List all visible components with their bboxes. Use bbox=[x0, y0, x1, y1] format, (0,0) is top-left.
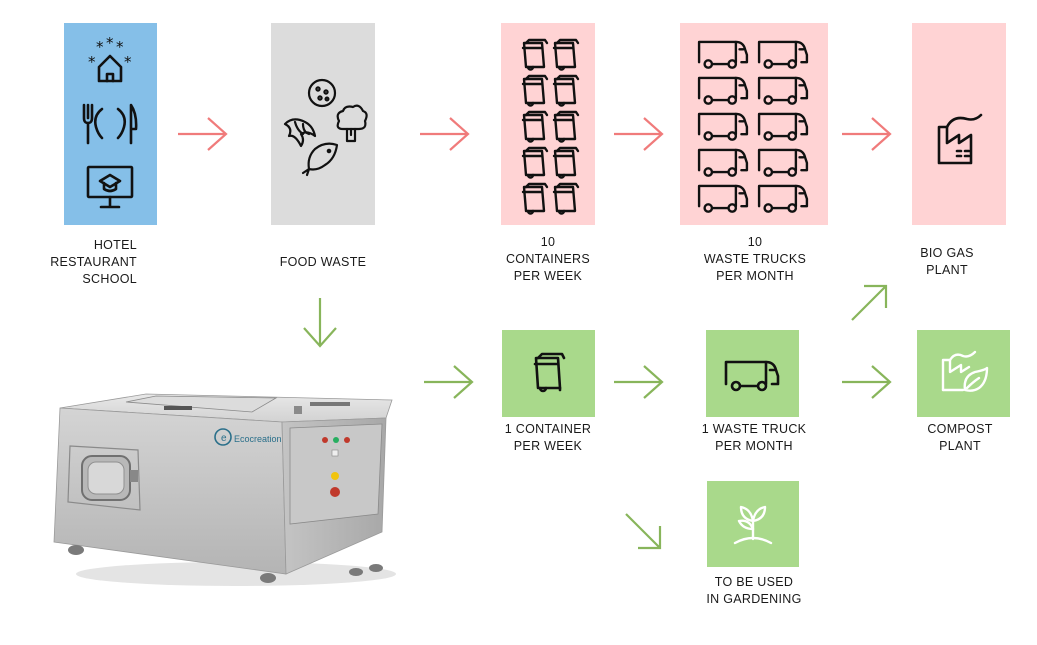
trucks-before-label-line-2: WASTE TRUCKS bbox=[703, 252, 807, 266]
trucks-before-label-line-3: PER MONTH bbox=[716, 269, 794, 283]
truck-icon bbox=[697, 112, 749, 141]
biogas-label-line-1: BIO GAS bbox=[920, 246, 974, 260]
waste-bin-icon bbox=[521, 110, 549, 143]
truck-after-box bbox=[706, 330, 799, 417]
broccoli-icon bbox=[336, 104, 368, 143]
waste-bin-icon bbox=[521, 146, 549, 179]
truck-icon bbox=[697, 184, 749, 213]
arrow-down-green bbox=[303, 298, 337, 348]
svg-text:*: * bbox=[88, 53, 96, 71]
waste-bin-icon bbox=[552, 74, 580, 107]
truck-after-label-line-1: 1 WASTE TRUCK bbox=[701, 422, 807, 436]
truck-icon bbox=[757, 184, 809, 213]
arrow-right-red-4 bbox=[842, 117, 892, 151]
truck-after-label-line-2: PER MONTH bbox=[715, 439, 793, 453]
container-after-label-line-2: PER WEEK bbox=[513, 439, 583, 453]
waste-bin-icon bbox=[521, 182, 549, 215]
truck-after-label: 1 WASTE TRUCK PER MONTH bbox=[686, 421, 822, 455]
container-after-label-line-1: 1 CONTAINER bbox=[504, 422, 592, 436]
biogas-label-line-2: PLANT bbox=[926, 263, 968, 277]
composting-machine-image: e Ecocreation bbox=[53, 393, 396, 586]
source-label-line-1: HOTEL bbox=[93, 238, 137, 252]
source-label-line-2: RESTAURANT bbox=[50, 255, 137, 269]
gardening-box bbox=[707, 481, 799, 567]
trucks-box bbox=[680, 23, 828, 225]
arrow-right-red-1 bbox=[178, 117, 228, 151]
school-icon bbox=[86, 165, 134, 209]
svg-text:*: * bbox=[96, 38, 104, 56]
container-after-label: 1 CONTAINER PER WEEK bbox=[488, 421, 608, 455]
trucks-before-label-line-1: 10 bbox=[747, 235, 763, 249]
truck-icon bbox=[697, 76, 749, 105]
arrow-diagonal-up-green bbox=[851, 284, 888, 321]
hotel-icon: * * * * * bbox=[88, 34, 132, 83]
food-waste-label-line-1: FOOD WASTE bbox=[279, 255, 367, 269]
svg-text:*: * bbox=[124, 53, 132, 71]
food-waste-box bbox=[271, 23, 375, 225]
restaurant-icon bbox=[82, 103, 138, 145]
waste-bin-icon bbox=[521, 74, 549, 107]
compost-factory-icon bbox=[941, 350, 989, 392]
source-box: * * * * * bbox=[64, 23, 157, 225]
arrow-right-red-3 bbox=[614, 117, 664, 151]
sprout-icon bbox=[733, 505, 773, 545]
machine-brand-text: Ecocreation bbox=[234, 434, 282, 444]
source-label: HOTEL RESTAURANT SCHOOL bbox=[30, 237, 137, 288]
compost-label-line-1: COMPOST bbox=[927, 422, 993, 436]
waste-bin-icon bbox=[552, 110, 580, 143]
croissant-icon bbox=[283, 118, 317, 148]
svg-text:e: e bbox=[221, 433, 227, 444]
waste-bin-icon bbox=[552, 38, 580, 71]
container-after-box bbox=[502, 330, 595, 417]
arrow-right-green-3 bbox=[842, 365, 892, 399]
containers-before-label: 10 CONTAINERS PER WEEK bbox=[488, 234, 608, 285]
waste-bin-icon bbox=[521, 38, 549, 71]
food-waste-label: FOOD WASTE bbox=[261, 254, 385, 271]
containers-before-label-line-1: 10 bbox=[540, 235, 556, 249]
arrow-right-green-1 bbox=[424, 365, 474, 399]
compost-label: COMPOST PLANT bbox=[912, 421, 1008, 455]
waste-bin-icon bbox=[552, 146, 580, 179]
fish-icon bbox=[301, 142, 339, 177]
compost-label-line-2: PLANT bbox=[939, 439, 981, 453]
truck-icon bbox=[757, 112, 809, 141]
arrow-diagonal-down-green bbox=[625, 513, 662, 550]
svg-text:*: * bbox=[106, 34, 114, 52]
biogas-label: BIO GAS PLANT bbox=[900, 245, 994, 279]
truck-icon bbox=[757, 40, 809, 69]
truck-icon bbox=[757, 76, 809, 105]
truck-icon bbox=[697, 148, 749, 177]
gardening-label: TO BE USED IN GARDENING bbox=[686, 574, 822, 608]
arrow-right-red-2 bbox=[420, 117, 470, 151]
gardening-label-line-1: TO BE USED bbox=[714, 575, 794, 589]
svg-text:*: * bbox=[116, 38, 124, 56]
containers-before-label-line-3: PER WEEK bbox=[513, 269, 583, 283]
arrow-right-green-2 bbox=[614, 365, 664, 399]
waste-bin-icon bbox=[552, 182, 580, 215]
gardening-label-line-2: IN GARDENING bbox=[706, 592, 802, 606]
cookie-icon bbox=[307, 78, 337, 108]
truck-icon bbox=[724, 360, 780, 392]
containers-before-label-line-2: CONTAINERS bbox=[505, 252, 591, 266]
waste-bin-icon bbox=[533, 352, 566, 393]
truck-icon bbox=[757, 148, 809, 177]
containers-box bbox=[501, 23, 595, 225]
trucks-before-label: 10 WASTE TRUCKS PER MONTH bbox=[690, 234, 820, 285]
compost-box bbox=[917, 330, 1010, 417]
biogas-box bbox=[912, 23, 1006, 225]
truck-icon bbox=[697, 40, 749, 69]
factory-icon bbox=[937, 113, 983, 165]
source-label-line-3: SCHOOL bbox=[82, 272, 137, 286]
